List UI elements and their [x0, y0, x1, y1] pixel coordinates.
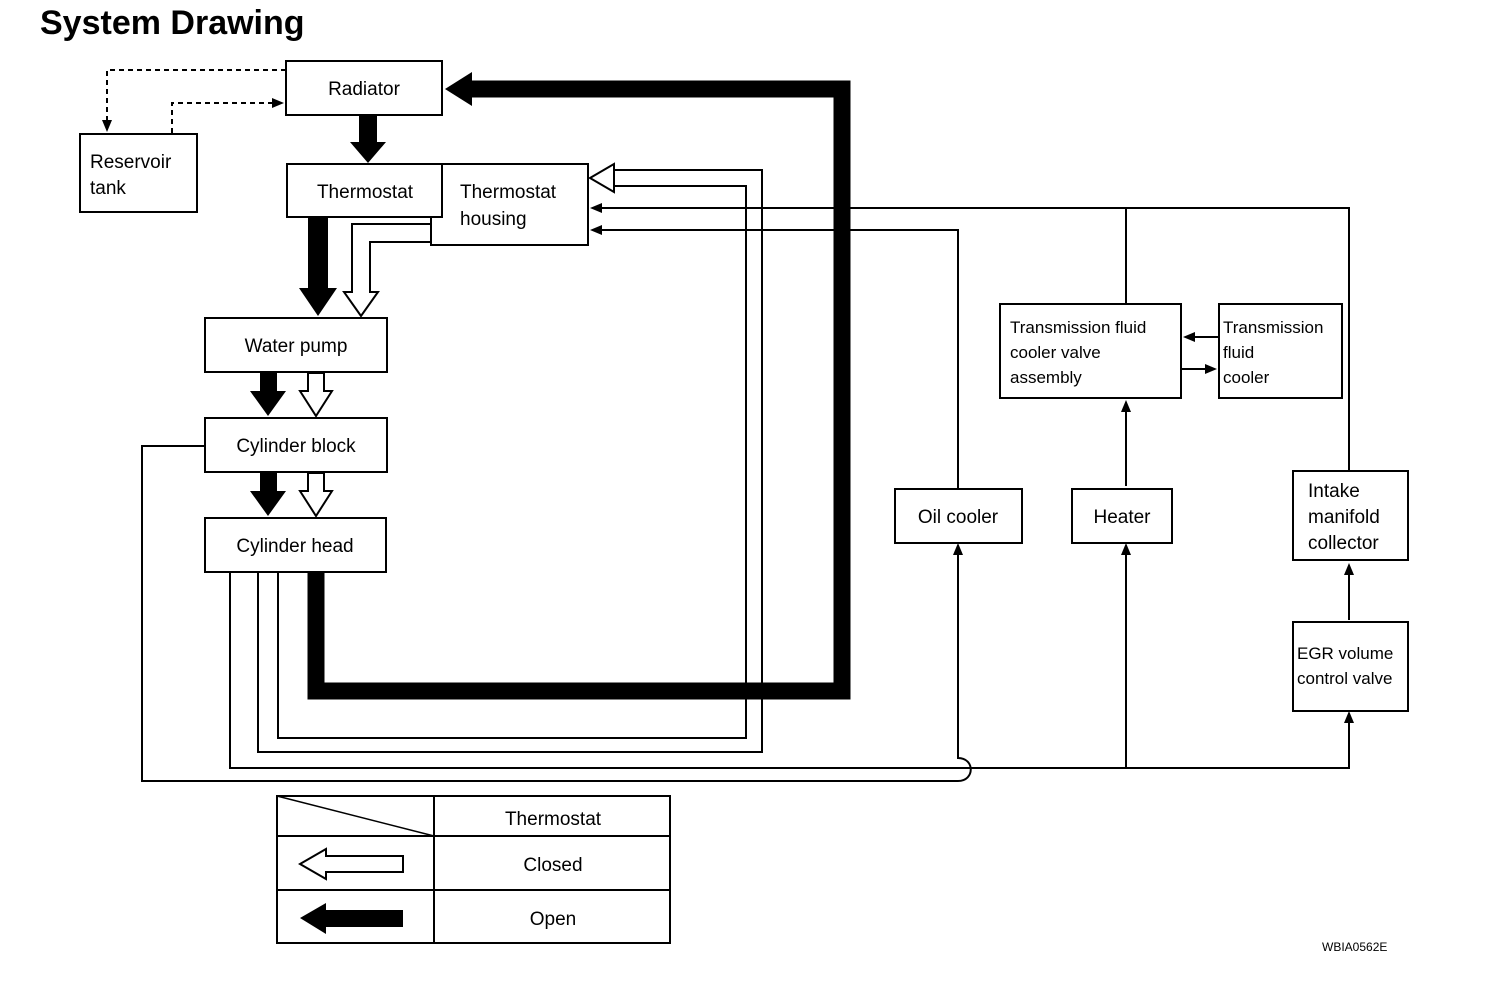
legend-open-arrow-icon — [300, 903, 403, 934]
reservoir-tank-label-line1: Reservoir — [90, 152, 172, 173]
intake-manifold-label-line3: collector — [1308, 533, 1379, 554]
legend-closed-label: Closed — [523, 855, 582, 876]
thermostat-label: Thermostat — [317, 182, 414, 203]
closed-bypass-paths — [229, 169, 972, 769]
thin-arrowheads — [102, 98, 1354, 723]
intake-manifold-label-line1: Intake — [1308, 481, 1360, 502]
oil-cooler-label: Oil cooler — [918, 507, 999, 528]
reservoir-tank: Reservoir tank — [79, 133, 198, 213]
transmission-fluid-cooler-valve: Transmission fluid cooler valve assembly — [999, 303, 1182, 399]
radiator: Radiator — [285, 60, 443, 116]
oil-cooler: Oil cooler — [894, 488, 1023, 544]
tf-cooler-label-line1: Transmission — [1223, 318, 1323, 337]
intake-manifold-label-line2: manifold — [1308, 507, 1380, 528]
tf-valve-label-line2: cooler valve — [1010, 343, 1101, 362]
tf-valve-label-line3: assembly — [1010, 368, 1082, 387]
reservoir-hoses — [106, 69, 286, 133]
thermostat-housing-label-line2: housing — [460, 209, 527, 230]
bypass-return-arrow — [588, 162, 615, 194]
thermostat: Thermostat — [286, 163, 443, 218]
legend-table: Thermostat Closed Open — [276, 795, 671, 944]
closed-flow-arrows — [298, 223, 433, 518]
tf-cooler-label-line2: fluid — [1223, 343, 1254, 362]
tf-valve-label-line1: Transmission fluid — [1010, 318, 1146, 337]
cylinder-block: Cylinder block — [204, 417, 388, 473]
legend-header: Thermostat — [505, 809, 602, 830]
heater: Heater — [1071, 488, 1173, 544]
radiator-label: Radiator — [328, 79, 400, 100]
open-flow-arrows — [250, 116, 386, 516]
legend-closed-arrow-icon — [297, 847, 404, 881]
water-pump-label: Water pump — [245, 336, 348, 357]
transmission-fluid-cooler: Transmission fluid cooler — [1218, 303, 1343, 399]
reservoir-tank-label-line2: tank — [90, 178, 126, 199]
cylinder-head: Cylinder head — [204, 517, 387, 573]
radiator-main-loop — [307, 72, 851, 700]
thermostat-housing-label-line1: Thermostat — [460, 182, 557, 203]
tf-cooler-label-line3: cooler — [1223, 368, 1270, 387]
egr-valve-label-line2: control valve — [1297, 669, 1392, 688]
figure-code: WBIA0562E — [1322, 940, 1387, 954]
water-pump: Water pump — [204, 317, 388, 373]
intake-manifold-collector: Intake manifold collector — [1292, 470, 1409, 561]
heater-label: Heater — [1093, 507, 1151, 528]
thin-coolant-lines — [141, 207, 1350, 782]
thermostat-housing: Thermostat housing — [430, 163, 589, 246]
legend-open-label: Open — [530, 909, 576, 930]
egr-valve-label-line1: EGR volume — [1297, 644, 1393, 663]
page-title: System Drawing — [40, 4, 305, 42]
cylinder-block-label: Cylinder block — [236, 436, 356, 457]
cylinder-head-label: Cylinder head — [236, 536, 353, 557]
egr-volume-control-valve: EGR volume control valve — [1292, 621, 1409, 712]
